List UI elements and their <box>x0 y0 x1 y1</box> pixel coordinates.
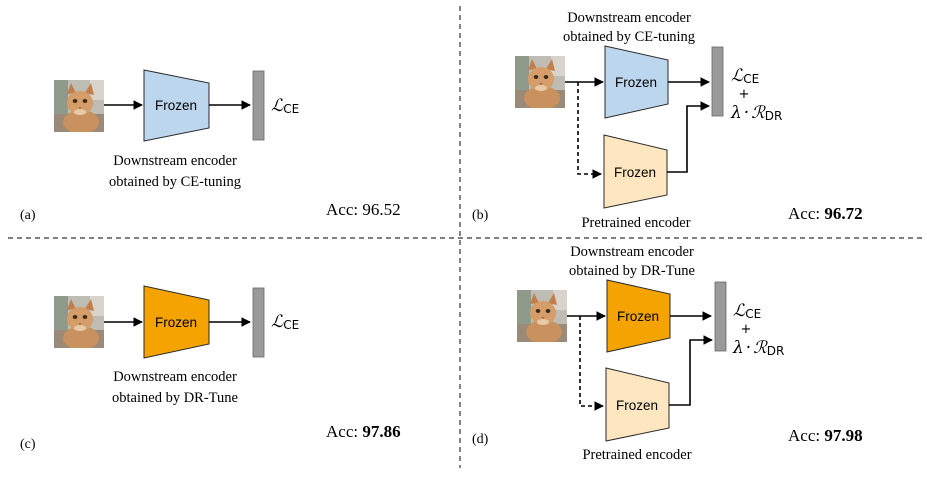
frozen-encoder <box>143 69 210 142</box>
panel-label: (a) <box>20 208 36 223</box>
accuracy: Acc: 97.98 <box>788 426 863 445</box>
caption-line2: obtained by DR-Tune <box>112 390 238 406</box>
caption-line1: Downstream encoder <box>113 369 237 385</box>
top-caption-line2: obtained by CE-tuning <box>563 29 695 45</box>
pretrained-output-arrow <box>667 101 710 173</box>
loss-ce: ℒCE <box>731 66 759 86</box>
loss-bar <box>714 281 727 352</box>
reg-term: λ·ℛDR <box>732 338 784 358</box>
plus-sign: + <box>739 87 750 102</box>
accuracy: Acc: 96.72 <box>788 204 863 223</box>
caption-line2: obtained by CE-tuning <box>109 174 241 190</box>
dashed-branch-arrow <box>579 316 604 411</box>
bottom-caption: Pretrained encoder <box>582 447 691 463</box>
top-caption-line1: Downstream encoder <box>570 244 694 260</box>
top-caption-line1: Downstream encoder <box>567 10 691 26</box>
reg-term: λ·ℛDR <box>730 103 782 123</box>
loss-ce: ℒCE <box>733 301 761 321</box>
loss-bar <box>252 287 265 358</box>
loss-bar <box>252 70 265 141</box>
loss-ce: ℒCE <box>271 312 299 332</box>
panel-label: (b) <box>472 208 489 223</box>
frozen-encoder <box>606 279 671 353</box>
top-caption-line2: obtained by DR-Tune <box>569 263 695 279</box>
encoder-label: Frozen <box>615 75 657 90</box>
pretrained-encoder <box>605 367 670 442</box>
panel-c: Frozen ℒCE Downstream encoder obtained b… <box>20 285 401 452</box>
encoder-label: Frozen <box>155 315 197 330</box>
dashed-branch-arrow <box>577 82 602 179</box>
encoder-label: Frozen <box>617 309 659 324</box>
accuracy: Acc: 97.86 <box>326 422 401 441</box>
cat-image <box>54 80 104 132</box>
panel-b: Downstream encoder obtained by CE-tuning… <box>472 10 863 231</box>
cat-image <box>517 290 567 342</box>
loss-ce: ℒCE <box>271 96 299 116</box>
encoder-label: Frozen <box>155 98 197 113</box>
panel-label: (d) <box>472 432 489 447</box>
pretrained-output-arrow <box>669 335 713 406</box>
caption-line1: Downstream encoder <box>113 153 237 169</box>
pretrained-label: Frozen <box>614 165 656 180</box>
cat-image <box>515 56 565 108</box>
panel-d: Downstream encoder obtained by DR-Tune F… <box>472 244 863 463</box>
pretrained-label: Frozen <box>616 398 658 413</box>
bottom-caption: Pretrained encoder <box>581 215 690 231</box>
accuracy: Acc: 96.52 <box>326 200 401 219</box>
pretrained-encoder <box>603 134 668 209</box>
panel-a: Frozen ℒCE Downstream encoder obtained b… <box>20 69 401 223</box>
loss-bar <box>711 46 724 117</box>
panel-label: (c) <box>20 437 36 452</box>
plus-sign: + <box>741 322 752 337</box>
cat-image <box>54 296 104 348</box>
frozen-encoder <box>604 45 669 119</box>
frozen-encoder <box>143 285 210 359</box>
